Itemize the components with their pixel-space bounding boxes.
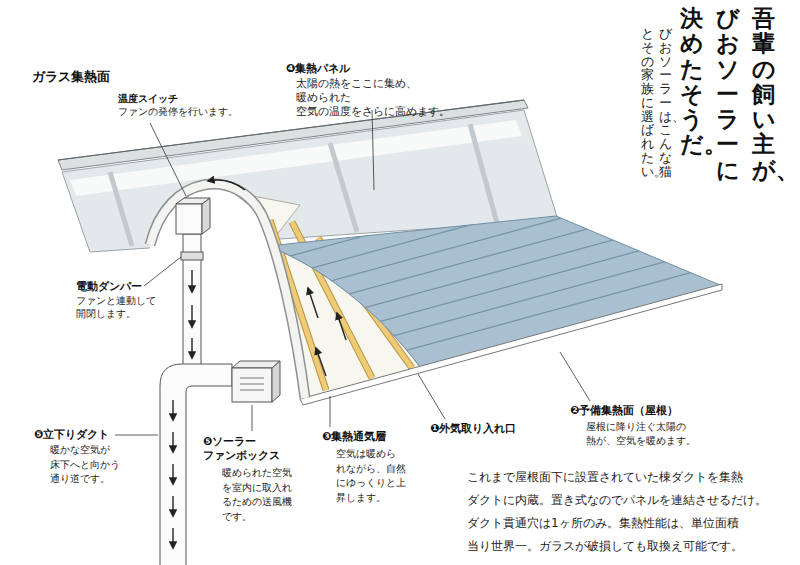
callout-heading: ❷予備集熱面（屋根） — [570, 404, 678, 418]
callout-text: 暖められた空気 を室内に取入れ るための送風機 です。 — [222, 466, 298, 524]
fan-box — [232, 368, 272, 402]
callout-heading: ❶外気取り入れ口 — [430, 422, 516, 436]
eave-board — [300, 284, 722, 405]
diagram-title: ガラス集熱面 — [32, 68, 110, 85]
fan-grille — [240, 378, 264, 390]
note-text: これまで屋根面下に設置されていた棟ダクトを集熱 ダクトに内蔵。置き式なのでパネル… — [467, 466, 774, 558]
flow-arrow — [191, 270, 192, 292]
callout-text: 空気は暖めら れながら、自然 にゆっくりと上 昇します。 — [336, 447, 412, 505]
fan-box-side — [272, 361, 280, 402]
callout-heading: 温度スイッチ — [118, 92, 178, 105]
callout-text: ファンの発停を行います。 — [118, 106, 238, 118]
switch-box — [176, 204, 202, 234]
panel-rail — [330, 143, 357, 232]
callout-text: ファンと連動して 開閉します。 — [76, 294, 158, 320]
headline-column: びおソーラーに — [716, 6, 739, 183]
down-duct — [160, 364, 232, 565]
leader-line — [560, 352, 590, 401]
flow-arrow — [191, 305, 192, 327]
headline-column: 吾輩の飼い主が、 — [752, 6, 775, 183]
leader-line — [150, 123, 186, 196]
switch-box-side — [202, 198, 210, 234]
leader-line — [252, 405, 253, 431]
callout-text: 屋根に降り注ぐ太陽の 熱が、空気を暖めます。 — [586, 420, 702, 448]
leader-line — [330, 396, 331, 427]
leader-line — [418, 374, 445, 419]
flow-arrow — [308, 288, 318, 318]
panel-rail — [110, 172, 132, 246]
flow-arrow — [337, 313, 346, 340]
flow-arrow — [172, 432, 173, 452]
subhead-column: とその家族に選ばれたい。 — [641, 28, 654, 179]
subhead-column: びおソーラーは、こんな猫 — [659, 28, 672, 179]
callout-text: 暖かな空気が 床下へと向かう 通り道です。 — [50, 443, 126, 487]
leader-line — [144, 257, 181, 286]
flow-arrow — [191, 338, 192, 358]
leader-line — [115, 435, 158, 436]
flow-arrow — [172, 464, 173, 484]
callout-heading: 電動ダンパー — [76, 279, 142, 293]
callout-heading: ❺ソーラー ファンボックス — [203, 435, 287, 463]
headline-column: 決めたそうだ。 — [680, 6, 703, 158]
ridge-edge — [58, 100, 524, 160]
callout-heading: ❸集熱通気層 — [322, 430, 386, 444]
flow-arrow — [316, 348, 326, 376]
leader-line — [372, 110, 374, 190]
flow-arrow — [172, 528, 173, 548]
roof-surface — [268, 216, 720, 367]
flow-arrow — [208, 180, 245, 190]
callout-text: 太陽の熱をここに集め、暖められた 空気の温度をさらに高めます。 — [296, 76, 470, 118]
callout-heading: ❺立下りダクト — [34, 428, 109, 442]
ridge-cap — [58, 100, 528, 170]
flow-arrow — [172, 496, 173, 516]
callout-heading: ❹集熱パネル — [286, 62, 350, 76]
flow-arrow — [172, 400, 173, 420]
panel-rail — [470, 124, 497, 223]
damper — [181, 252, 203, 260]
